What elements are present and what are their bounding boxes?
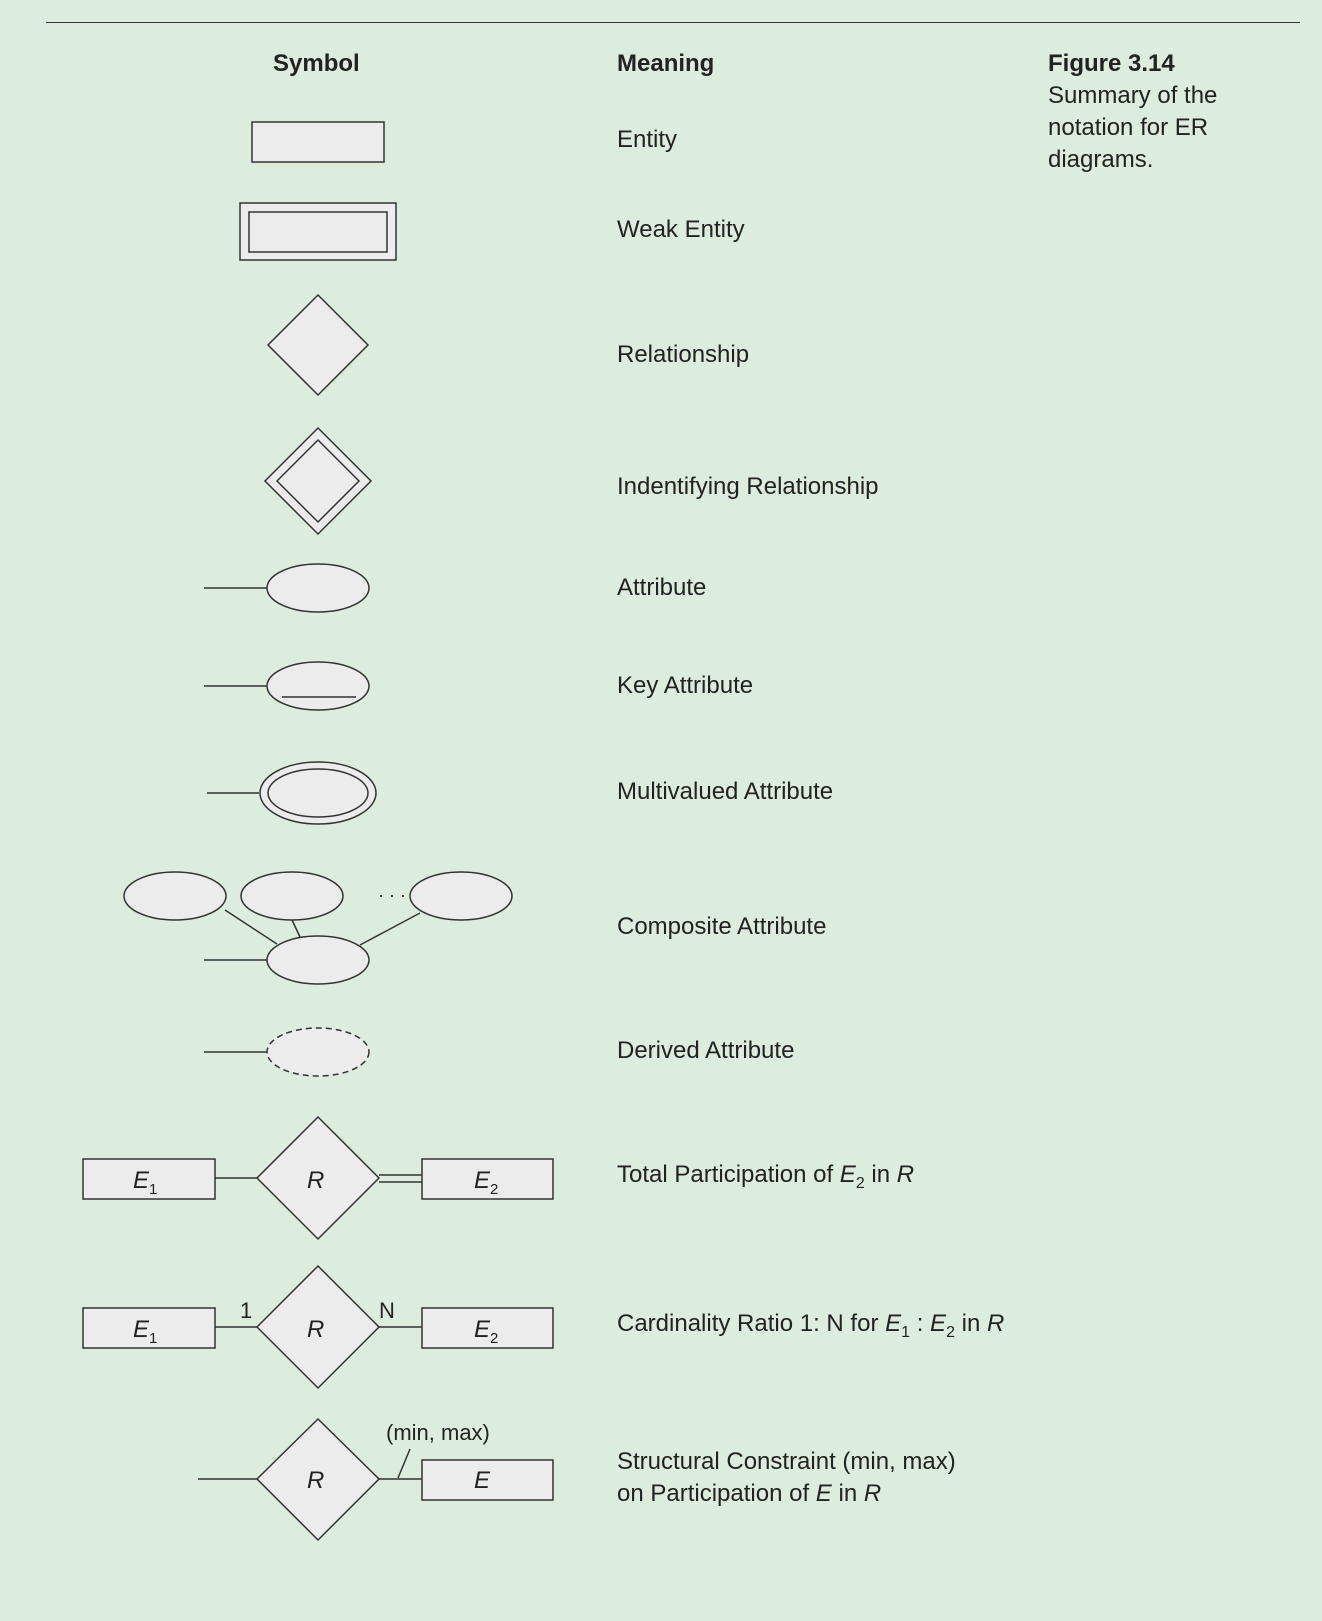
label-r: R: [307, 1167, 324, 1194]
label-r: R: [307, 1467, 324, 1494]
derived-attribute-symbol: [204, 1027, 370, 1077]
meaning-composite-attribute: Composite Attribute: [617, 913, 827, 940]
meaning-key-attribute: Key Attribute: [617, 672, 754, 699]
meaning-total-participation: Total Participation of E2 in R: [617, 1161, 915, 1192]
cardinality-n-label: N: [379, 1298, 395, 1323]
figure-caption: Figure 3.14 Summary of the notation for …: [1048, 48, 1308, 176]
label-r: R: [307, 1316, 324, 1343]
meaning-column-header: Meaning: [617, 50, 715, 77]
meaning-weak-entity: Weak Entity: [617, 216, 745, 243]
cardinality-ratio-symbol: [82, 1264, 554, 1390]
meaning-structural-constraint: Structural Constraint (min, max) on Part…: [617, 1448, 956, 1507]
entity-symbol: [251, 121, 385, 163]
meaning-multivalued-attribute: Multivalued Attribute: [617, 778, 834, 805]
meaning-identifying-relationship: Indentifying Relationship: [617, 473, 879, 500]
multivalued-attribute-symbol: [207, 761, 377, 825]
figure-caption-text: Summary of the notation for ER diagrams.: [1048, 82, 1218, 173]
relationship-r-diamond: [255, 1264, 381, 1390]
weak-entity-symbol: [239, 202, 397, 261]
label-e2: E2: [474, 1167, 498, 1198]
entity-e-box: [421, 1459, 554, 1501]
entity-e1-box: [82, 1158, 216, 1200]
label-e1: E1: [133, 1316, 157, 1347]
meaning-entity: Entity: [617, 126, 678, 153]
relationship-r-diamond: [255, 1115, 381, 1241]
entity-e2-box: [421, 1158, 554, 1200]
attribute-symbol: [204, 563, 370, 613]
composite-attribute-symbol: [123, 871, 513, 985]
cardinality-one-label: 1: [240, 1298, 252, 1323]
identifying-relationship-symbol: [263, 426, 373, 536]
symbol-column-header: Symbol: [273, 50, 360, 77]
min-max-label: (min, max): [386, 1420, 490, 1445]
entity-e2-box: [421, 1307, 554, 1349]
relationship-symbol: [266, 293, 370, 397]
composite-ellipsis: · · ·: [378, 885, 406, 905]
label-e1: E1: [133, 1167, 157, 1198]
key-attribute-symbol: [204, 661, 370, 711]
label-e: E: [474, 1467, 491, 1494]
meaning-attribute: Attribute: [617, 574, 707, 601]
meaning-derived-attribute: Derived Attribute: [617, 1037, 795, 1064]
meaning-cardinality-ratio: Cardinality Ratio 1: N for E1 : E2 in R: [617, 1310, 1005, 1341]
label-e2: E2: [474, 1316, 498, 1347]
relationship-r-diamond: [255, 1417, 381, 1542]
top-rule: [46, 22, 1300, 23]
entity-e1-box: [82, 1307, 216, 1349]
structural-constraint-symbol: [198, 1417, 554, 1542]
figure-number: Figure 3.14: [1048, 50, 1175, 77]
meaning-relationship: Relationship: [617, 341, 750, 368]
total-participation-symbol: [82, 1115, 554, 1241]
